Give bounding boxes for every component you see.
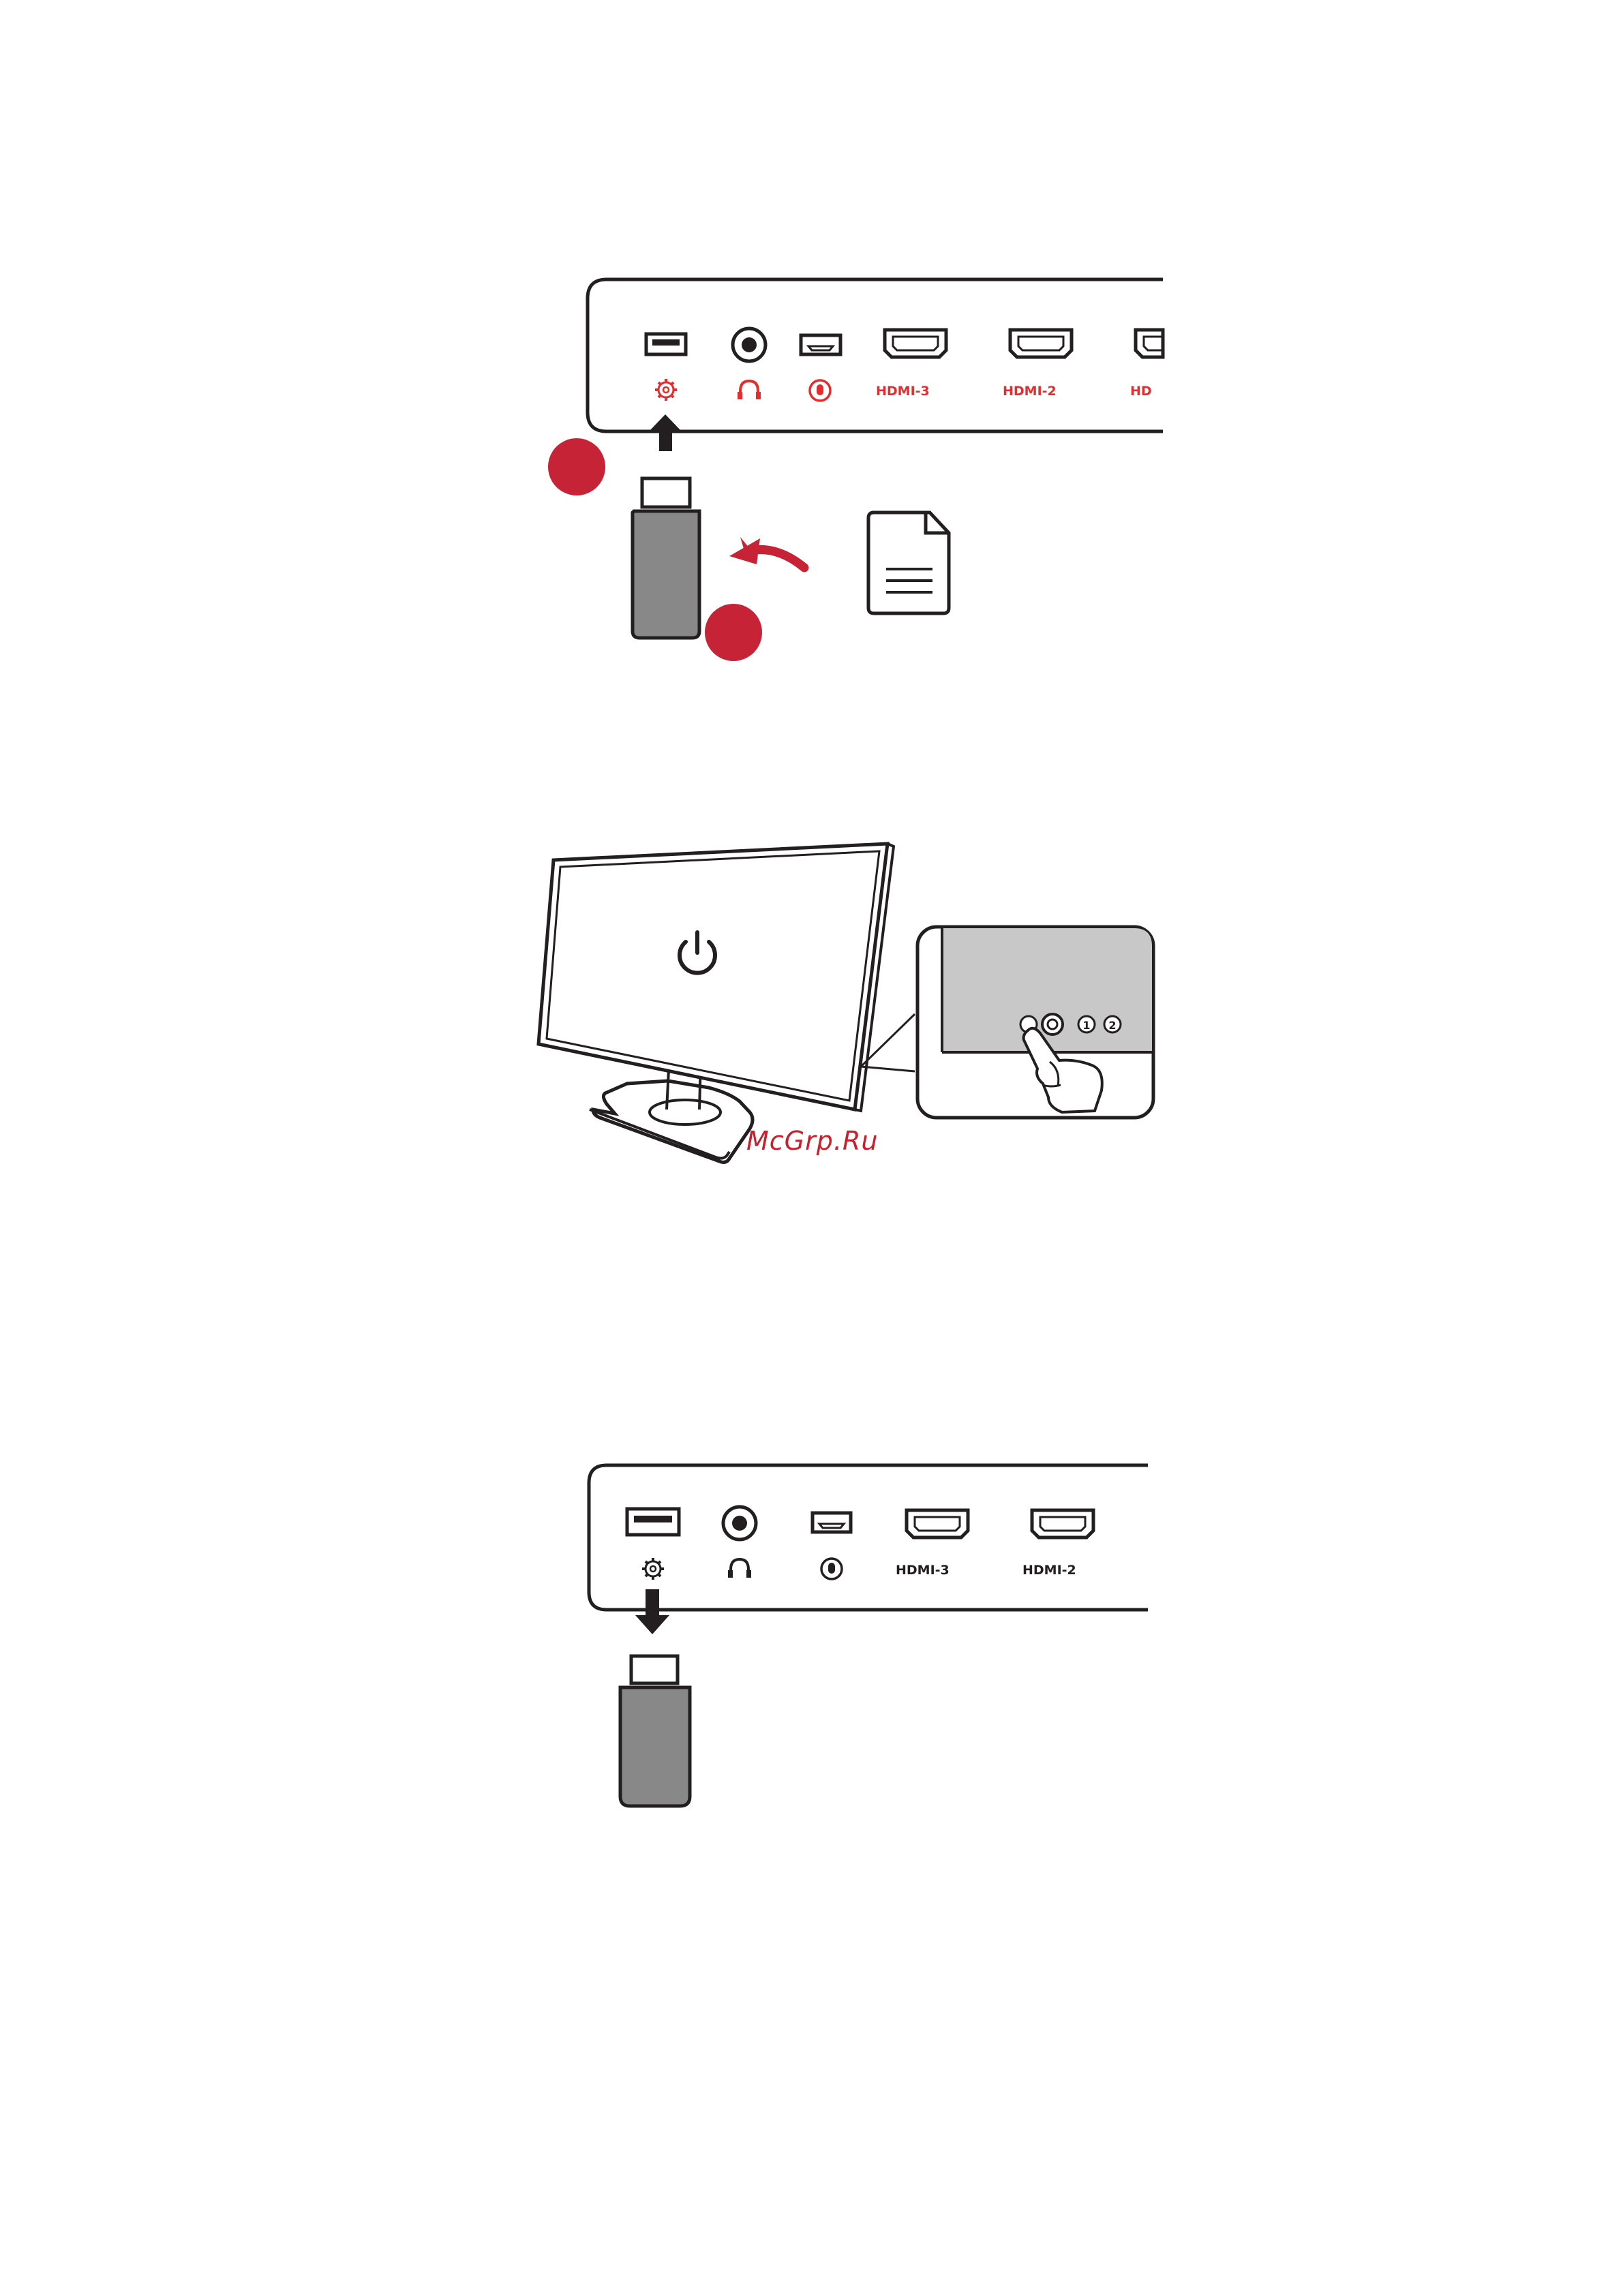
headphone-jack-icon [723,1507,756,1540]
headphone-icon [740,381,758,399]
hdmi-port-icon [1136,330,1163,357]
button-1-label: 1 [1082,1019,1090,1032]
settings-gear-icon [655,379,677,401]
microphone-icon [810,380,830,401]
hdmi2-label: HDMI-2 [1003,384,1057,399]
usb-port-icon [627,1509,679,1535]
watermark: McGrp.Ru [746,1126,878,1156]
hdmi3-label: HDMI-3 [876,384,930,399]
button-2-label: 2 [1108,1019,1116,1032]
hdmi-port-icon [907,1510,968,1537]
step-badge-1 [548,438,605,495]
hdmi-port-icon [885,330,946,357]
hdmi-port-icon [1010,330,1072,357]
usb-drive [620,1656,690,1806]
hdmi3-label: HDMI-3 [896,1563,950,1578]
mini-usb-port-icon [801,335,840,354]
usb-drive [633,478,699,638]
control-buttons: 1 2 [917,927,1153,1118]
figure-remove-usb: HDMI-3 HDMI-2 [532,1445,1159,1826]
hdmi2-label: HDMI-2 [1022,1563,1076,1578]
document-icon [868,512,949,613]
hdmi1-partial-label: HD [1130,384,1152,399]
monitor [539,844,894,1111]
headphone-jack-icon [733,328,765,361]
settings-gear-icon [642,1558,664,1580]
headphone-icon [731,1559,748,1577]
step-badge-2 [705,604,762,661]
down-arrow-icon [635,1589,669,1634]
figure-insert-usb: HDMI-3 HDMI-2 HD [525,259,1179,682]
curved-arrow-icon [729,537,804,568]
mini-usb-port-icon [813,1513,851,1532]
microphone-icon [821,1559,842,1579]
usb-port-icon [646,334,686,354]
hdmi-port-icon [1032,1510,1093,1537]
